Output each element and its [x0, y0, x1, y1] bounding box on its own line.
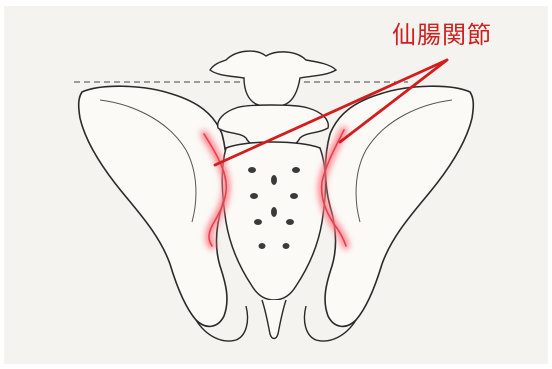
right-ilium	[325, 86, 473, 326]
left-ilium	[79, 86, 227, 326]
sacroiliac-joint-label: 仙腸関節	[392, 20, 522, 50]
lumbar-vertebra	[210, 51, 336, 107]
sacrum	[222, 142, 325, 300]
coccyx	[262, 300, 286, 339]
